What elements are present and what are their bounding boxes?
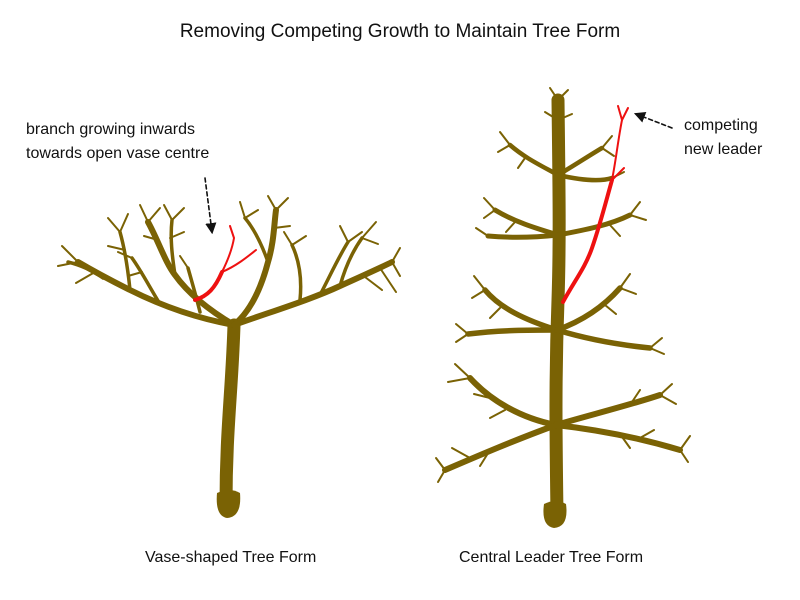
vase-trunk: [219, 318, 241, 512]
leader-trunk: [549, 93, 566, 522]
vase-tree: [57, 177, 401, 518]
vase-annotation-line-1: branch growing inwards: [26, 121, 195, 138]
vase-side-branches: [66, 216, 364, 314]
leader-annotation: competing new leader: [684, 114, 762, 162]
leader-annotation-line-2: new leader: [684, 141, 763, 158]
leader-tier-2: [465, 285, 653, 351]
leader-annotation-arrow: [633, 112, 673, 129]
vase-annotation-line-2: towards open vase centre: [26, 145, 210, 162]
leader-twigs: [435, 87, 691, 483]
vase-annotation: branch growing inwards towards open vase…: [26, 118, 209, 166]
vase-root-ball: [216, 490, 241, 518]
leader-competing-branch: [561, 105, 629, 304]
leader-root-ball: [543, 501, 567, 528]
diagram-title: Removing Competing Growth to Maintain Tr…: [179, 21, 621, 42]
vase-caption: Vase-shaped Tree Form: [145, 549, 317, 566]
leader-annotation-line-1: competing: [684, 117, 758, 134]
leader-tier-4: [507, 142, 615, 183]
vase-competing-branch: [193, 225, 257, 302]
leader-tier-3: [485, 207, 633, 240]
vase-twigs: [57, 195, 401, 293]
vase-annotation-arrow: [204, 177, 217, 235]
leader-tree: [435, 87, 691, 528]
leader-caption: Central Leader Tree Form: [459, 549, 644, 566]
